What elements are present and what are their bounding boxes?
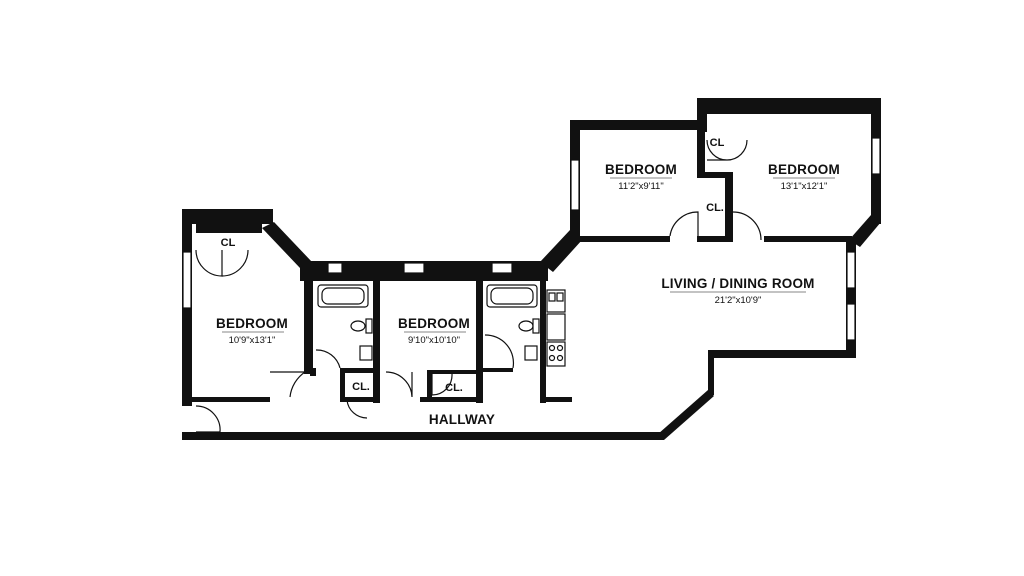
room-name-bedroom-1: BEDROOM <box>216 316 288 331</box>
room-dims-bedroom-3: 11'2"x9'11" <box>618 181 663 192</box>
windows <box>182 137 881 341</box>
room-name-bedroom-4: BEDROOM <box>768 162 840 177</box>
doors <box>195 139 762 433</box>
room-name-bedroom-2: BEDROOM <box>398 316 470 331</box>
closet-label-5: CL <box>710 137 725 149</box>
room-name-bedroom-3: BEDROOM <box>605 162 677 177</box>
room-dims-bedroom-2: 9'10"x10'10" <box>408 335 460 346</box>
room-name-living-dining: LIVING / DINING ROOM <box>661 276 814 291</box>
exterior-walls <box>182 98 881 440</box>
closet-label-3: CL. <box>445 382 463 394</box>
closet-labels: CL CL. CL. CL. CL <box>221 137 725 394</box>
room-labels: BEDROOM 10'9"x13'1" BEDROOM 9'10"x10'10"… <box>216 162 840 427</box>
bathroom-fixtures <box>317 284 566 367</box>
room-dims-living-dining: 21'2"x10'9" <box>715 295 762 306</box>
room-dims-bedroom-1: 10'9"x13'1" <box>229 335 276 346</box>
closet-label-1: CL <box>221 237 236 249</box>
closet-label-4: CL. <box>706 202 724 214</box>
room-name-hallway: HALLWAY <box>429 412 495 427</box>
room-dims-bedroom-4: 13'1"x12'1" <box>781 181 828 192</box>
closet-label-2: CL. <box>352 381 370 393</box>
interior-walls <box>182 120 852 406</box>
